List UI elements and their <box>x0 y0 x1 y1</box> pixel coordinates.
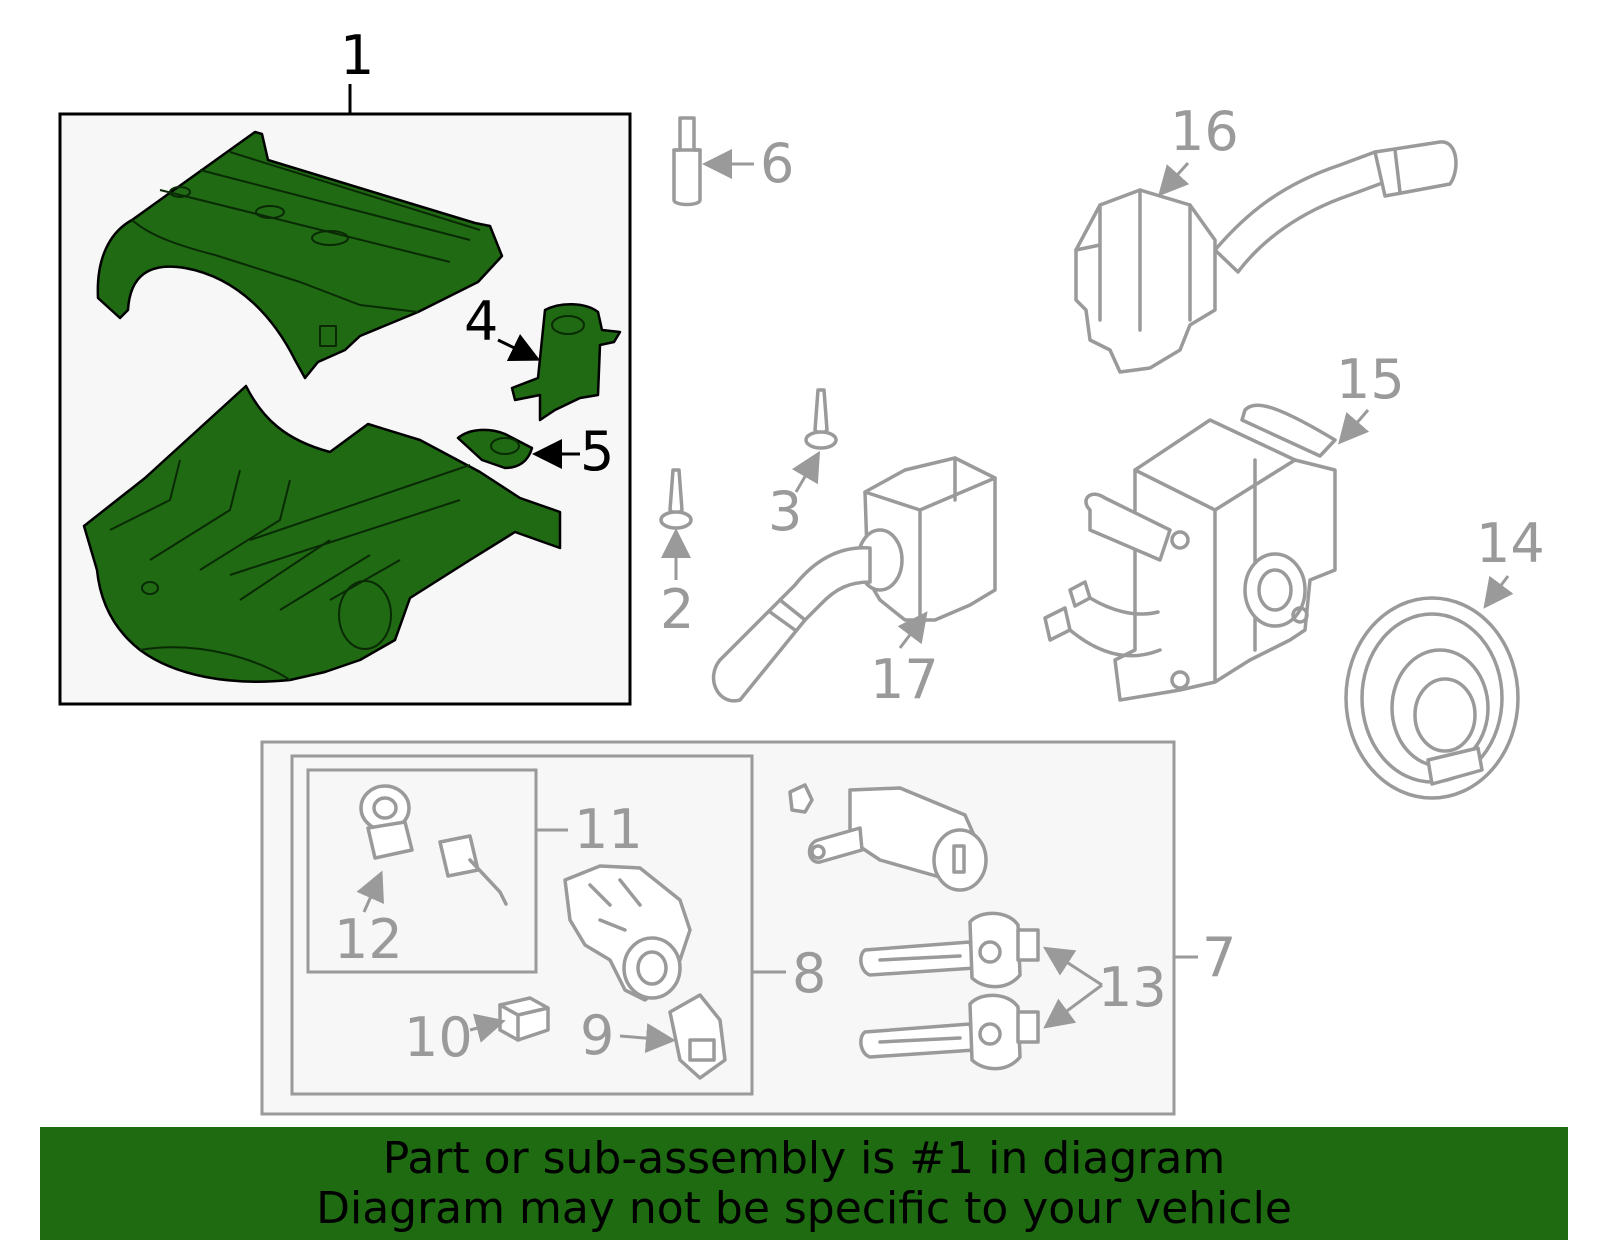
kit-frame-8 <box>290 754 754 1096</box>
callout-11: 11 <box>574 798 643 861</box>
leader-4 <box>497 334 541 361</box>
connector-part-10: 10 <box>404 996 550 1069</box>
callout-17: 17 <box>870 648 939 711</box>
clock-spring-part-14: 14 <box>1344 512 1545 800</box>
combination-switch-part-15: 15 <box>1043 348 1405 702</box>
leader-17 <box>897 611 928 649</box>
banner-line-1: Part or sub-assembly is #1 in diagram <box>382 1132 1226 1184</box>
leader-16 <box>1157 161 1190 197</box>
callout-8: 8 <box>792 942 826 1005</box>
leader-13-lower <box>1043 983 1103 1029</box>
highlighted-assembly-group: 1 4 5 <box>58 24 632 706</box>
leader-3 <box>791 450 821 493</box>
screw-part-2: 2 <box>659 468 694 641</box>
upper-shroud-part <box>96 130 504 380</box>
callout-10: 10 <box>404 1006 473 1069</box>
lower-shroud-part <box>82 384 562 683</box>
callout-15: 15 <box>1336 348 1405 411</box>
info-banner: Part or sub-assembly is #1 in diagram Di… <box>40 1127 1568 1240</box>
key-upper-part-13 <box>859 911 1040 989</box>
callout-14: 14 <box>1476 512 1545 575</box>
lock-cylinder-part <box>788 783 988 892</box>
leader-14 <box>1483 575 1514 609</box>
callout-4: 4 <box>464 290 498 353</box>
lock-housing-part <box>563 864 692 1002</box>
callout-16: 16 <box>1170 100 1239 163</box>
key-lower-part-13 <box>859 993 1040 1071</box>
callout-13: 13 <box>1098 956 1167 1019</box>
ignition-switch-part-12: 12 <box>334 784 508 971</box>
connector-part-9: 9 <box>580 993 727 1080</box>
banner-line-2: Diagram may not be specific to your vehi… <box>316 1182 1292 1234</box>
callout-7: 7 <box>1202 926 1236 989</box>
leader-13-upper <box>1042 946 1103 987</box>
leader-15 <box>1338 409 1370 445</box>
stalk-switch-part-17: 17 <box>711 456 997 711</box>
clip-part-5 <box>456 428 534 470</box>
callout-2: 2 <box>660 578 694 641</box>
callout-5: 5 <box>580 420 614 483</box>
callout-9: 9 <box>580 1004 614 1067</box>
lock-kit-group-7: 7 8 11 12 9 <box>260 740 1236 1116</box>
bracket-part-4 <box>510 303 622 422</box>
leader-12 <box>356 870 384 913</box>
screw-part-3: 3 <box>768 388 838 543</box>
pin-part-6: 6 <box>672 116 794 207</box>
callout-3: 3 <box>768 480 802 543</box>
callout-1: 1 <box>340 24 374 87</box>
kit-frame-11 <box>306 768 538 974</box>
callout-6: 6 <box>760 132 794 195</box>
leader-10 <box>469 1013 506 1043</box>
stalk-switch-part-16: 16 <box>1074 100 1458 374</box>
callout-12: 12 <box>334 908 403 971</box>
leader-9 <box>619 1023 676 1054</box>
